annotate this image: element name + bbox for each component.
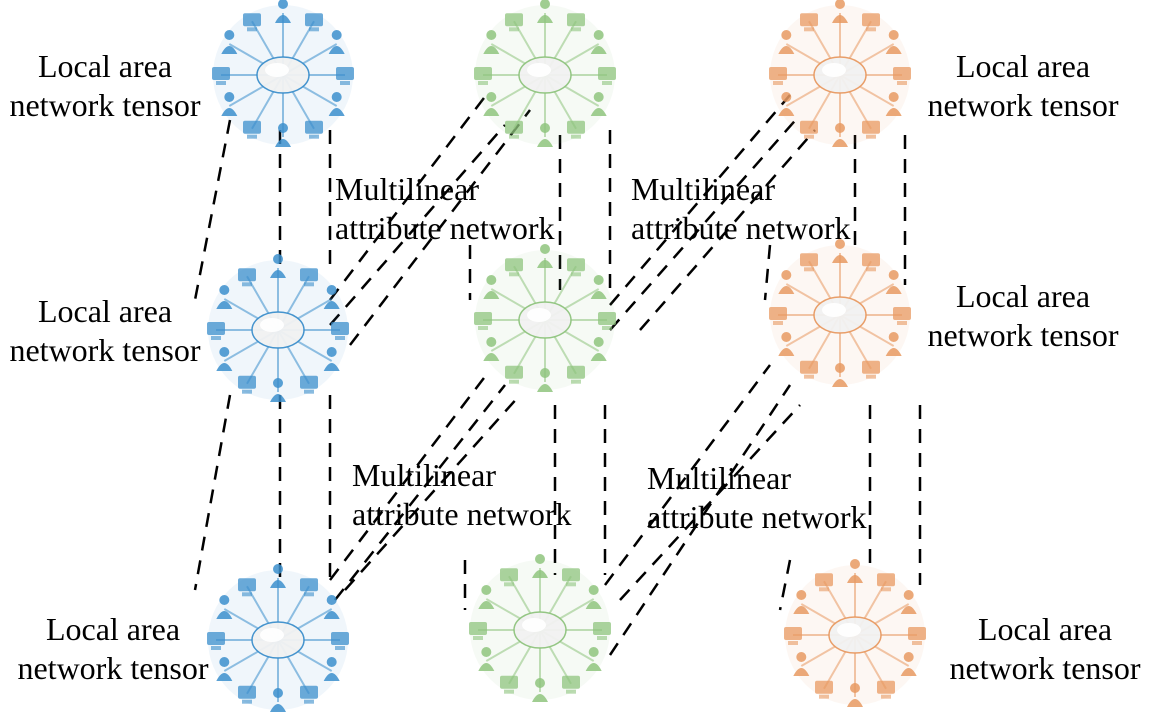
network-hub-icon-orange-top: [769, 0, 911, 147]
dashed-edge: [778, 559, 792, 611]
dashed-edge: [193, 119, 232, 301]
network-hub-icon-green-top: [474, 0, 616, 147]
dashed-edge: [329, 89, 491, 301]
dashed-edge: [329, 124, 506, 326]
dashed-edge: [608, 384, 792, 656]
dashed-edge: [349, 109, 531, 346]
dashed-edge: [763, 244, 772, 301]
dashed-edge: [193, 394, 232, 591]
dashed-edge: [604, 364, 771, 586]
dashed-edge: [329, 369, 491, 581]
network-hub-icon-blue-bottom: [207, 564, 349, 712]
network-hub-icon-blue-top: [212, 0, 354, 147]
dashed-edge: [334, 384, 506, 601]
network-hub-icon-orange-middle: [769, 239, 911, 387]
network-hub-icon-blue-middle: [207, 254, 349, 402]
dashed-edge: [639, 129, 816, 331]
dashed-edge: [619, 404, 801, 601]
network-hub-icon-green-middle: [474, 244, 616, 392]
network-hub-icon-orange-bottom: [784, 559, 926, 707]
network-hub-icon-green-bottom: [469, 554, 611, 702]
dashed-edge: [344, 394, 521, 591]
